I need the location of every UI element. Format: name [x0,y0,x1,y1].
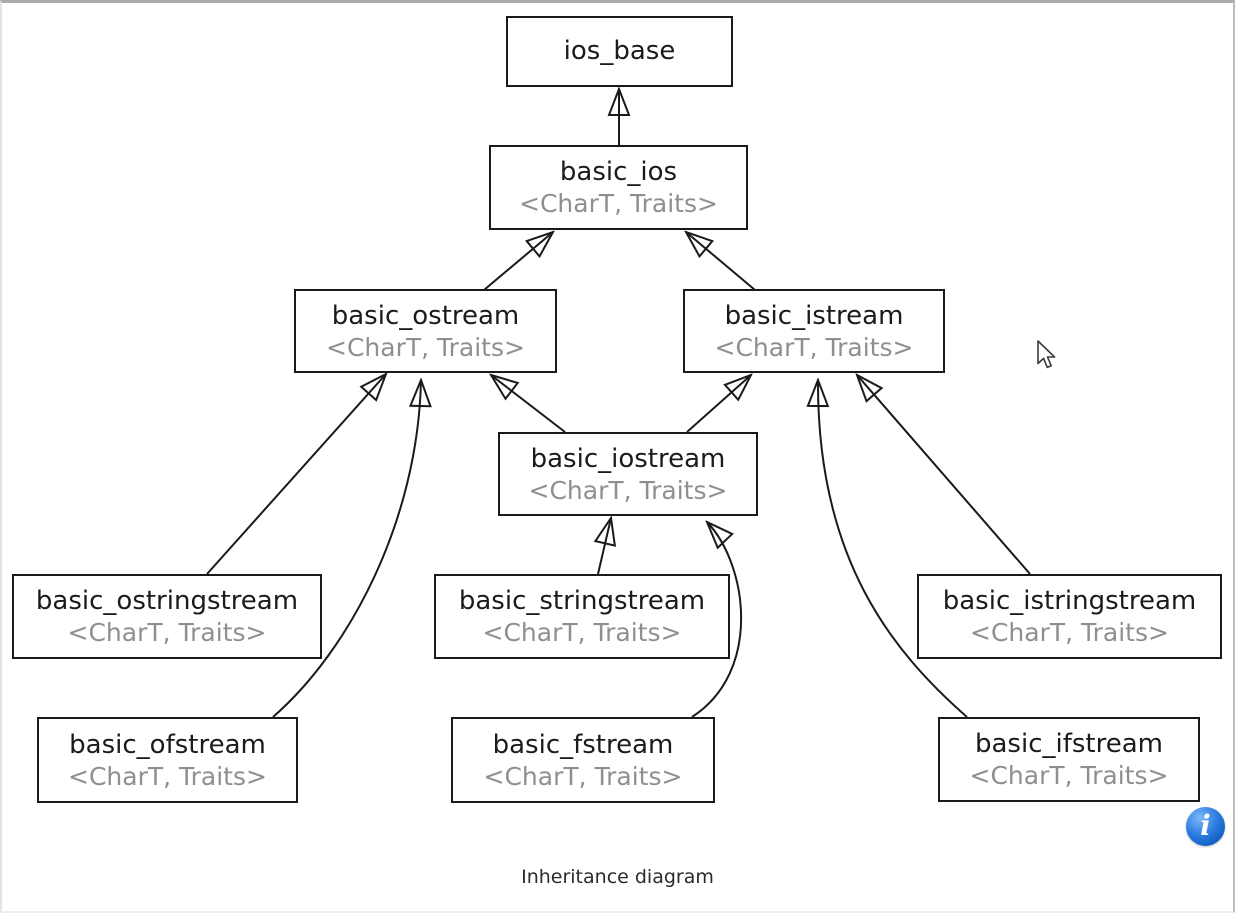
edge-basic_ostringstream-to-basic_ostream [206,374,386,575]
class-node-basic_ifstream[interactable]: basic_ifstream<CharT, Traits> [938,717,1200,802]
class-name: basic_iostream [530,443,726,474]
edge-basic_fstream-to-basic_iostream [691,522,743,718]
template-params: <CharT, Traits> [67,618,267,648]
class-node-basic_fstream[interactable]: basic_fstream<CharT, Traits> [451,717,715,803]
class-name: basic_istream [724,300,904,331]
class-name: basic_ostream [331,300,520,331]
info-icon-glyph: i [1200,808,1211,842]
edge-basic_stringstream-to-basic_iostream [598,518,611,575]
class-name: basic_stringstream [458,586,706,617]
template-params: <CharT, Traits> [483,761,683,791]
edge-basic_iostream-to-basic_istream [686,375,751,433]
class-node-basic_ostringstream[interactable]: basic_ostringstream<CharT, Traits> [12,574,322,659]
template-params: <CharT, Traits> [528,475,728,505]
template-params: <CharT, Traits> [970,618,1169,648]
template-params: <CharT, Traits> [519,189,718,219]
edge-basic_istringstream-to-basic_istream [857,375,1031,575]
edge-basic_ofstream-to-basic_ostream [272,380,421,718]
template-params: <CharT, Traits> [68,761,267,791]
class-node-basic_stringstream[interactable]: basic_stringstream<CharT, Traits> [434,574,730,659]
template-params: <CharT, Traits> [482,618,682,648]
template-params: <CharT, Traits> [714,332,914,362]
class-name: basic_fstream [492,729,674,760]
edge-basic_ifstream-to-basic_istream [818,380,968,718]
class-name: basic_ios [559,157,678,188]
class-node-basic_ios[interactable]: basic_ios<CharT, Traits> [489,145,748,230]
class-name: basic_ofstream [69,729,266,760]
class-name: basic_ifstream [975,729,1163,760]
info-icon[interactable]: i [1186,807,1225,846]
class-node-ios_base[interactable]: ios_base [506,16,733,87]
class-node-basic_ostream[interactable]: basic_ostream<CharT, Traits> [294,289,557,373]
class-node-basic_istream[interactable]: basic_istream<CharT, Traits> [683,289,945,373]
class-node-basic_ofstream[interactable]: basic_ofstream<CharT, Traits> [37,717,298,803]
diagram-caption: Inheritance diagram [521,866,714,888]
class-node-basic_istringstream[interactable]: basic_istringstream<CharT, Traits> [917,574,1222,659]
template-params: <CharT, Traits> [969,761,1169,791]
template-params: <CharT, Traits> [326,332,525,362]
class-name: basic_ostringstream [35,586,299,617]
edge-basic_istream-to-basic_ios [686,232,756,291]
edge-basic_iostream-to-basic_ostream [491,375,566,433]
class-name: ios_base [563,35,676,66]
class-node-basic_iostream[interactable]: basic_iostream<CharT, Traits> [498,432,758,516]
class-name: basic_istringstream [942,586,1197,617]
edge-basic_ostream-to-basic_ios [483,232,553,291]
